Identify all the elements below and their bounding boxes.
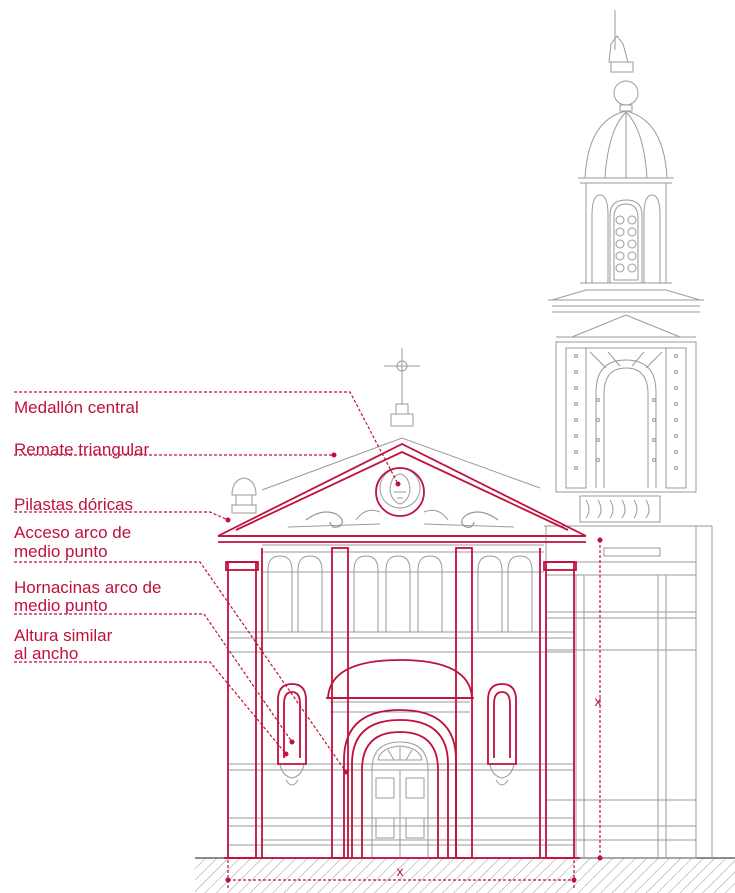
label-altura-line2: al ancho (14, 644, 79, 663)
bell-tower (544, 10, 713, 859)
label-medallon-central: Medallón central (14, 398, 139, 417)
facade-details (228, 348, 574, 858)
highlighted-elements (217, 442, 587, 859)
leader-points (225, 452, 603, 883)
ground (195, 857, 735, 893)
label-hornacinas-line2: medio punto (14, 596, 108, 615)
label-remate-triangular: Remate triangular (14, 440, 150, 459)
label-acceso-line1: Acceso arco de (14, 523, 132, 542)
horizontal-dimension-label: x (397, 863, 404, 879)
leader-lines (14, 391, 601, 888)
label-acceso-line2: medio punto (14, 542, 108, 561)
label-hornacinas-line1: Hornacinas arco de (14, 578, 162, 597)
label-pilastras-doricas: Pilastas dóricas (14, 495, 134, 514)
vertical-dimension-label: x (595, 693, 602, 709)
label-altura-line1: Altura similar (14, 626, 113, 645)
